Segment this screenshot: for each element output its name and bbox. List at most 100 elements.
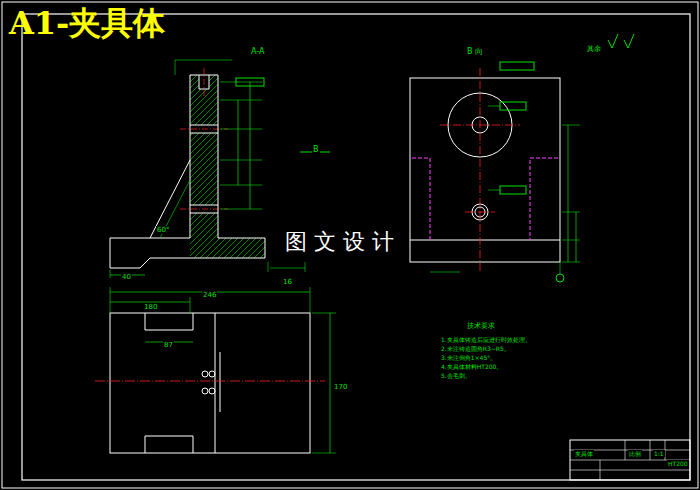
hatch-line — [0, 70, 160, 270]
notes-heading: 技术要求 — [466, 322, 496, 330]
hole-edge — [190, 205, 218, 206]
notch-outline — [145, 313, 193, 330]
dimension-line — [576, 212, 577, 262]
leader-line — [488, 106, 500, 107]
tolerance-frame — [500, 62, 534, 70]
leader-line — [430, 272, 460, 273]
dimension-text: 60° — [156, 226, 170, 234]
hidden-line — [530, 158, 558, 240]
dimension-line — [250, 82, 251, 209]
hatch-line — [0, 70, 190, 270]
notch-outline — [145, 436, 193, 453]
hatch-line — [92, 70, 292, 270]
title-block-cell: 1:1 — [653, 450, 665, 457]
part-outline — [410, 78, 560, 262]
dimension-line — [330, 313, 331, 453]
title-block-cell: 夹具体 — [574, 450, 594, 457]
view-label: B 向 — [466, 47, 484, 56]
center-line — [204, 68, 205, 96]
hatch-line — [404, 70, 604, 270]
dimension-line — [238, 100, 239, 185]
hole-edge — [190, 133, 218, 134]
hatch-line — [0, 70, 196, 270]
hatch-line — [236, 70, 436, 270]
leader-line — [175, 60, 232, 61]
hatch-line — [212, 70, 412, 270]
hatch-line — [38, 70, 238, 270]
section-hatching — [0, 70, 616, 270]
hatch-line — [392, 70, 592, 270]
note-line: 4.夹具体材料HT200。 — [440, 363, 503, 370]
roughness-note: 其余 — [586, 45, 602, 53]
title-block — [570, 440, 690, 480]
section-view — [0, 60, 616, 278]
table-line — [600, 460, 601, 480]
hatch-line — [200, 70, 400, 270]
hole-edge — [190, 125, 218, 126]
center-line — [480, 68, 481, 272]
hatch-line — [0, 70, 166, 270]
hatch-line — [374, 70, 574, 270]
hatch-line — [32, 70, 232, 270]
note-line: 3.未注倒角1×45°。 — [440, 354, 497, 361]
extension-line — [562, 212, 580, 213]
extension-line — [562, 125, 580, 126]
dimension-line — [270, 268, 305, 269]
extension-line — [268, 262, 269, 272]
hatch-line — [194, 70, 394, 270]
hatch-line — [8, 70, 208, 270]
hatch-line — [110, 70, 310, 270]
title-block-frame — [570, 440, 690, 480]
hole-circle — [209, 388, 215, 394]
title-block-cell: 比例 — [628, 450, 642, 457]
datum-marker — [556, 274, 564, 282]
note-line: 5.去毛刺。 — [440, 372, 472, 379]
extension-line — [175, 60, 176, 75]
hole-circle — [202, 388, 208, 394]
hatch-line — [86, 70, 286, 270]
extension-line — [220, 209, 262, 210]
roughness-symbol — [608, 34, 634, 48]
base-edge — [410, 240, 560, 241]
center-line — [95, 381, 325, 382]
hatch-line — [386, 70, 586, 270]
hatch-line — [2, 70, 202, 270]
hatch-line — [68, 70, 268, 270]
note-line: 2.未注铸造圆角R3~R5。 — [440, 345, 511, 352]
hatch-line — [98, 70, 298, 270]
dimension-text: 40 — [121, 273, 132, 281]
hatch-line — [62, 70, 262, 270]
hatch-line — [398, 70, 598, 270]
hole-circle — [202, 371, 208, 377]
rib-edge — [150, 160, 190, 238]
center-line — [465, 212, 495, 213]
tolerance-frame — [500, 186, 526, 194]
hatch-line — [0, 70, 178, 270]
hatch-line — [104, 70, 304, 270]
slot-edge — [220, 352, 221, 412]
hatch-line — [0, 70, 184, 270]
dimension-text: 246 — [202, 291, 217, 299]
hatch-line — [26, 70, 226, 270]
extension-line — [220, 129, 262, 130]
hatch-line — [218, 70, 418, 270]
part-outline — [110, 313, 310, 453]
dimension-line — [568, 125, 569, 262]
view-b — [410, 62, 580, 282]
extension-line — [312, 313, 336, 314]
hole-circle — [209, 371, 215, 377]
extension-line — [562, 262, 580, 263]
hole-edge — [190, 213, 218, 214]
extension-line — [310, 287, 311, 313]
tolerance-frame — [500, 102, 526, 110]
hatch-line — [14, 70, 214, 270]
extension-line — [220, 160, 262, 161]
table-line — [570, 470, 690, 471]
hatch-line — [0, 70, 172, 270]
extension-line — [312, 453, 336, 454]
extension-line — [562, 240, 580, 241]
hidden-line — [412, 158, 430, 240]
center-line — [440, 125, 520, 126]
extension-line — [110, 270, 111, 278]
hatch-line — [206, 70, 406, 270]
